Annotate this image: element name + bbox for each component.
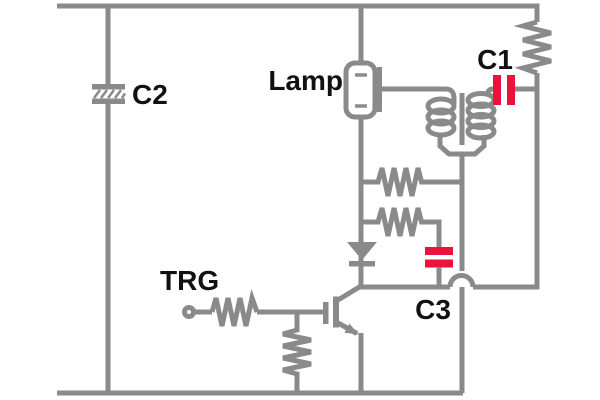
gate-resistor <box>209 288 260 327</box>
igbt-gate-bar <box>323 302 329 324</box>
charging-resistor <box>513 19 552 76</box>
lamp-body <box>343 60 378 120</box>
primary-coil-loop <box>425 118 457 138</box>
c2-top-plate <box>92 84 125 90</box>
label-trg: TRG <box>160 265 219 296</box>
igbt-collector-lead <box>336 283 363 303</box>
secondary-exit-wire <box>484 86 494 96</box>
trigger-transformer <box>382 86 497 157</box>
label-c1: C1 <box>477 44 513 75</box>
lamp-trigger-plate <box>377 67 382 112</box>
diode-anode-triangle <box>347 242 377 260</box>
c1-right-plate <box>507 75 515 105</box>
primary-entry-wire <box>382 86 457 104</box>
upper-resistor <box>361 167 462 197</box>
diode-cathode-bar <box>349 261 375 267</box>
label-lamp: Lamp <box>268 65 343 96</box>
lower-resistor <box>361 207 442 248</box>
igbt-emitter-arrow <box>344 323 359 335</box>
top-rail-wire <box>57 3 540 22</box>
right-rail-wire <box>473 73 540 290</box>
c2-dielectric <box>92 89 125 99</box>
capacitor-c1 <box>493 75 537 105</box>
secondary-coil-loop <box>465 122 497 141</box>
c3-top-plate <box>425 247 453 255</box>
c2-hatch-lines <box>93 89 127 99</box>
pulldown-resistor <box>282 312 312 393</box>
primary-coil-loop <box>425 107 457 127</box>
capacitor-c2 <box>92 84 127 104</box>
trg-terminal <box>182 305 196 319</box>
label-c2: C2 <box>132 79 168 110</box>
label-c3: C3 <box>415 294 451 325</box>
flash-lamp <box>343 60 382 120</box>
igbt-body-bar <box>333 296 339 328</box>
diode <box>347 242 377 267</box>
power-rails <box>57 3 540 396</box>
primary-coil-loop <box>425 96 457 116</box>
igbt-transistor <box>323 283 364 393</box>
c3-bottom-plate <box>425 259 453 268</box>
c1-left-plate <box>493 75 501 105</box>
c2-bottom-plate <box>92 98 125 104</box>
wire-hop-bridge <box>447 273 476 288</box>
